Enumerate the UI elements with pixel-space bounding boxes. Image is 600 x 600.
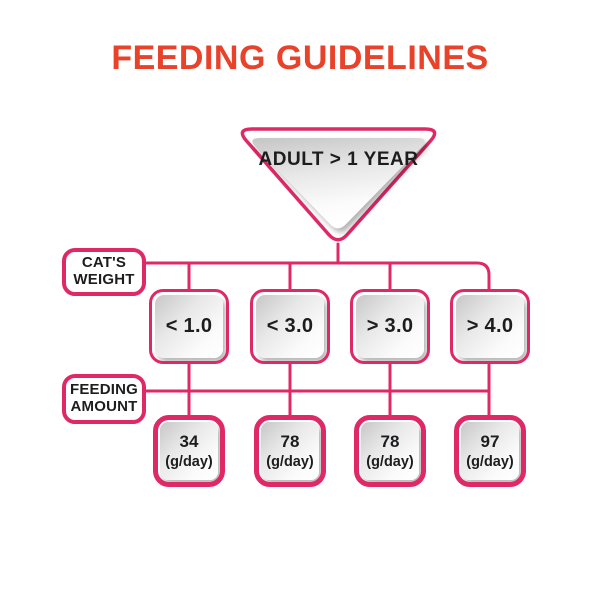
amount-node-face: 78 (g/day) xyxy=(261,422,319,480)
weight-node-4: > 4.0 xyxy=(450,289,530,364)
weight-node-face: > 4.0 xyxy=(456,295,524,358)
row-label-feeding-amount: FEEDING AMOUNT xyxy=(62,374,146,424)
row-label-line: FEEDING xyxy=(69,381,139,399)
weight-node-face: < 3.0 xyxy=(256,295,324,358)
weight-value: > 3.0 xyxy=(366,315,414,337)
amount-node-4: 97 (g/day) xyxy=(454,415,526,487)
amount-unit: (g/day) xyxy=(466,453,514,470)
amount-value: 78 xyxy=(380,431,400,451)
amount-unit: (g/day) xyxy=(266,453,314,470)
amount-node-face: 78 (g/day) xyxy=(361,422,419,480)
row-label-line: WEIGHT xyxy=(73,271,135,288)
connector-rail-weight xyxy=(143,261,491,291)
amount-value: 34 xyxy=(179,431,199,451)
amount-unit: (g/day) xyxy=(366,453,414,470)
page-title: FEEDING GUIDELINES xyxy=(111,39,489,77)
root-triangle-fill xyxy=(252,138,425,229)
amount-node-1: 34 (g/day) xyxy=(153,415,225,487)
root-node-label: ADULT > 1 YEAR xyxy=(258,149,419,170)
amount-node-face: 34 (g/day) xyxy=(160,422,218,480)
weight-value: > 4.0 xyxy=(466,315,514,337)
weight-node-face: < 1.0 xyxy=(155,295,223,358)
amount-node-3: 78 (g/day) xyxy=(354,415,426,487)
weight-value: < 1.0 xyxy=(165,315,213,337)
amount-node-face: 97 (g/day) xyxy=(461,422,519,480)
weight-node-1: < 1.0 xyxy=(149,289,229,364)
row-label-cats-weight: CAT'S WEIGHT xyxy=(62,248,146,296)
weight-node-3: > 3.0 xyxy=(350,289,430,364)
amount-node-2: 78 (g/day) xyxy=(254,415,326,487)
amount-unit: (g/day) xyxy=(165,453,213,470)
amount-value: 78 xyxy=(280,431,300,451)
row-label-line: CAT'S xyxy=(81,254,127,272)
row-label-line: AMOUNT xyxy=(70,398,138,415)
amount-value: 97 xyxy=(480,431,500,451)
weight-node-face: > 3.0 xyxy=(356,295,424,358)
weight-value: < 3.0 xyxy=(266,315,314,337)
weight-node-2: < 3.0 xyxy=(250,289,330,364)
